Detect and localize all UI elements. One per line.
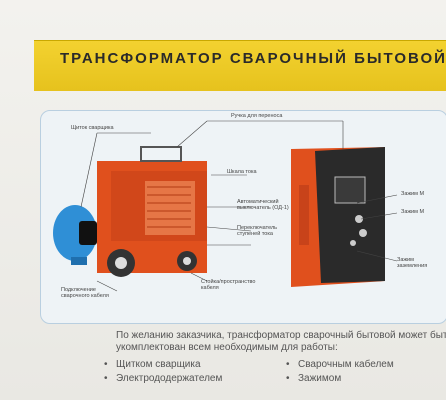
callout-step-switch: Переключатель ступеней тока [237, 225, 278, 237]
callout-clamp-right: Зажим М [401, 209, 425, 215]
welding-mask-icon [53, 205, 97, 265]
bullet-icon: • [286, 359, 290, 370]
callout-shunt: Шкала тока [227, 169, 257, 175]
list-item: •Щитком сварщика [104, 359, 201, 370]
welding-transformer-illustration [53, 120, 398, 292]
bullet-icon: • [104, 359, 108, 370]
page-title: ТРАНСФОРМАТОР СВАРОЧНЫЙ БЫТОВОЙ [60, 50, 446, 67]
bullet-icon: • [104, 373, 108, 384]
list-item: •Сварочным кабелем [286, 359, 394, 370]
transformer-front-view [97, 146, 207, 277]
transformer-back-view [291, 147, 385, 287]
title-banner [34, 40, 446, 91]
product-illustration: Щиток сварщика Ручка для переноса Шкала … [40, 110, 446, 324]
callout-cable: Подключение сварочного кабеля [61, 287, 109, 299]
callout-clamp-ground: Зажим заземления [397, 257, 428, 269]
bullet-icon: • [286, 373, 290, 384]
callout-clamp-left: Зажим М [401, 191, 425, 197]
description-paragraph: По желанию заказчика, трансформатор свар… [116, 330, 446, 353]
callout-auto-switch: Автоматический выключатель (ОД-1) [237, 199, 289, 211]
callout-handle: Ручка для переноса [231, 113, 283, 119]
list-item: •Электрододержателем [104, 373, 223, 384]
callout-stand: Стойка/пространство кабеля [201, 279, 256, 291]
list-item: •Зажимом [286, 373, 342, 384]
callout-mask: Щиток сварщика [71, 125, 114, 131]
